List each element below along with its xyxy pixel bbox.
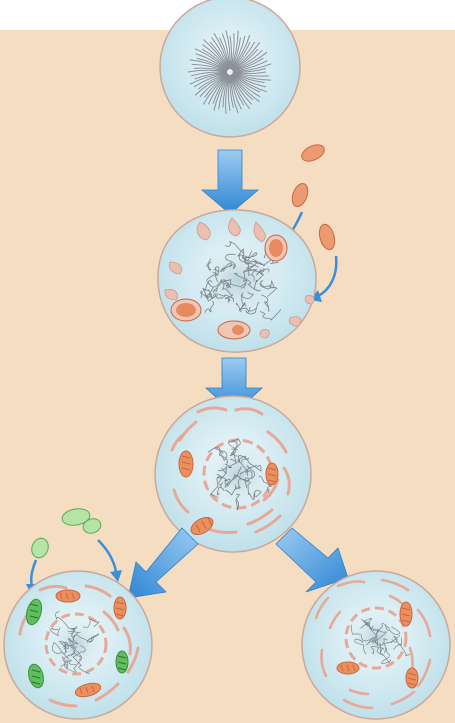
mitochondrion [55,589,81,603]
chloroplast [25,598,43,626]
photosynthetic-bacterium [61,508,91,526]
mitochondrion [74,682,102,698]
engulfed-bacterium [217,320,251,340]
aerobic-bacterium [318,223,336,251]
er-membranes [170,406,291,534]
engulfed-bacterium [264,234,288,262]
er-membranes [18,584,140,708]
mitochondrion [113,596,127,620]
engulf-arrow [97,539,122,582]
chromatin-dna [187,30,272,114]
chloroplast [115,650,129,674]
photosynthetic-bacterium [31,537,49,559]
chromatin-dna [50,611,100,675]
cell-stage-1 [159,0,301,138]
membrane-infolds [164,217,315,339]
cell-stage-4 [3,570,153,720]
cell-stage-3 [154,395,312,553]
engulfed-bacterium [170,298,202,322]
aerobic-bacterium [301,144,325,162]
mitochondrion [178,450,194,478]
arrow-diagonal-left [127,527,199,599]
arrow-down-1 [200,149,260,215]
chloroplast [28,663,44,689]
chromatin-dna [350,617,410,665]
mitochondrion [190,516,214,536]
chromatin-dna [207,438,272,511]
mitochondrion [336,661,360,675]
mitochondrion [405,667,419,689]
mitochondrion [399,601,413,627]
cell-stage-2 [157,209,317,353]
arrow-diagonal-right [275,527,349,593]
cell-stage-5 [301,570,451,720]
mitochondrion [265,462,279,486]
photosynthetic-bacterium [82,518,102,534]
aerobic-bacterium [291,182,309,208]
